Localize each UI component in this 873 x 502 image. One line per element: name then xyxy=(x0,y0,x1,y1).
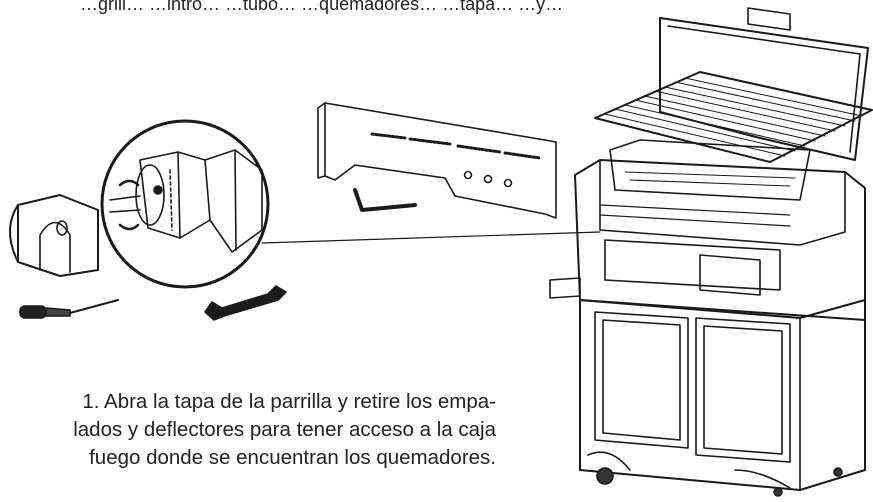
grill-illustration xyxy=(549,7,873,497)
burner-tube-clip xyxy=(9,194,99,277)
cropped-top-text: …grill… …intro… …tubo… …quemadores… …tap… xyxy=(80,0,564,14)
instruction-line-2: lados y deflectores para tener acceso a … xyxy=(73,418,496,441)
instruction-line-1: 1. Abra la tapa de la parrilla y retire … xyxy=(82,390,496,413)
detail-magnifier xyxy=(100,119,270,289)
wrench-icon xyxy=(204,285,287,321)
instruction-line-3: fuego donde se encuentran los quemadores… xyxy=(89,446,496,469)
instruction-text: 1. Abra la tapa de la parrilla y retire … xyxy=(0,388,496,472)
allen-key-icon xyxy=(353,188,417,212)
screwdriver-icon xyxy=(19,299,119,319)
callout-line xyxy=(261,231,601,244)
deflector-panel xyxy=(317,102,557,219)
